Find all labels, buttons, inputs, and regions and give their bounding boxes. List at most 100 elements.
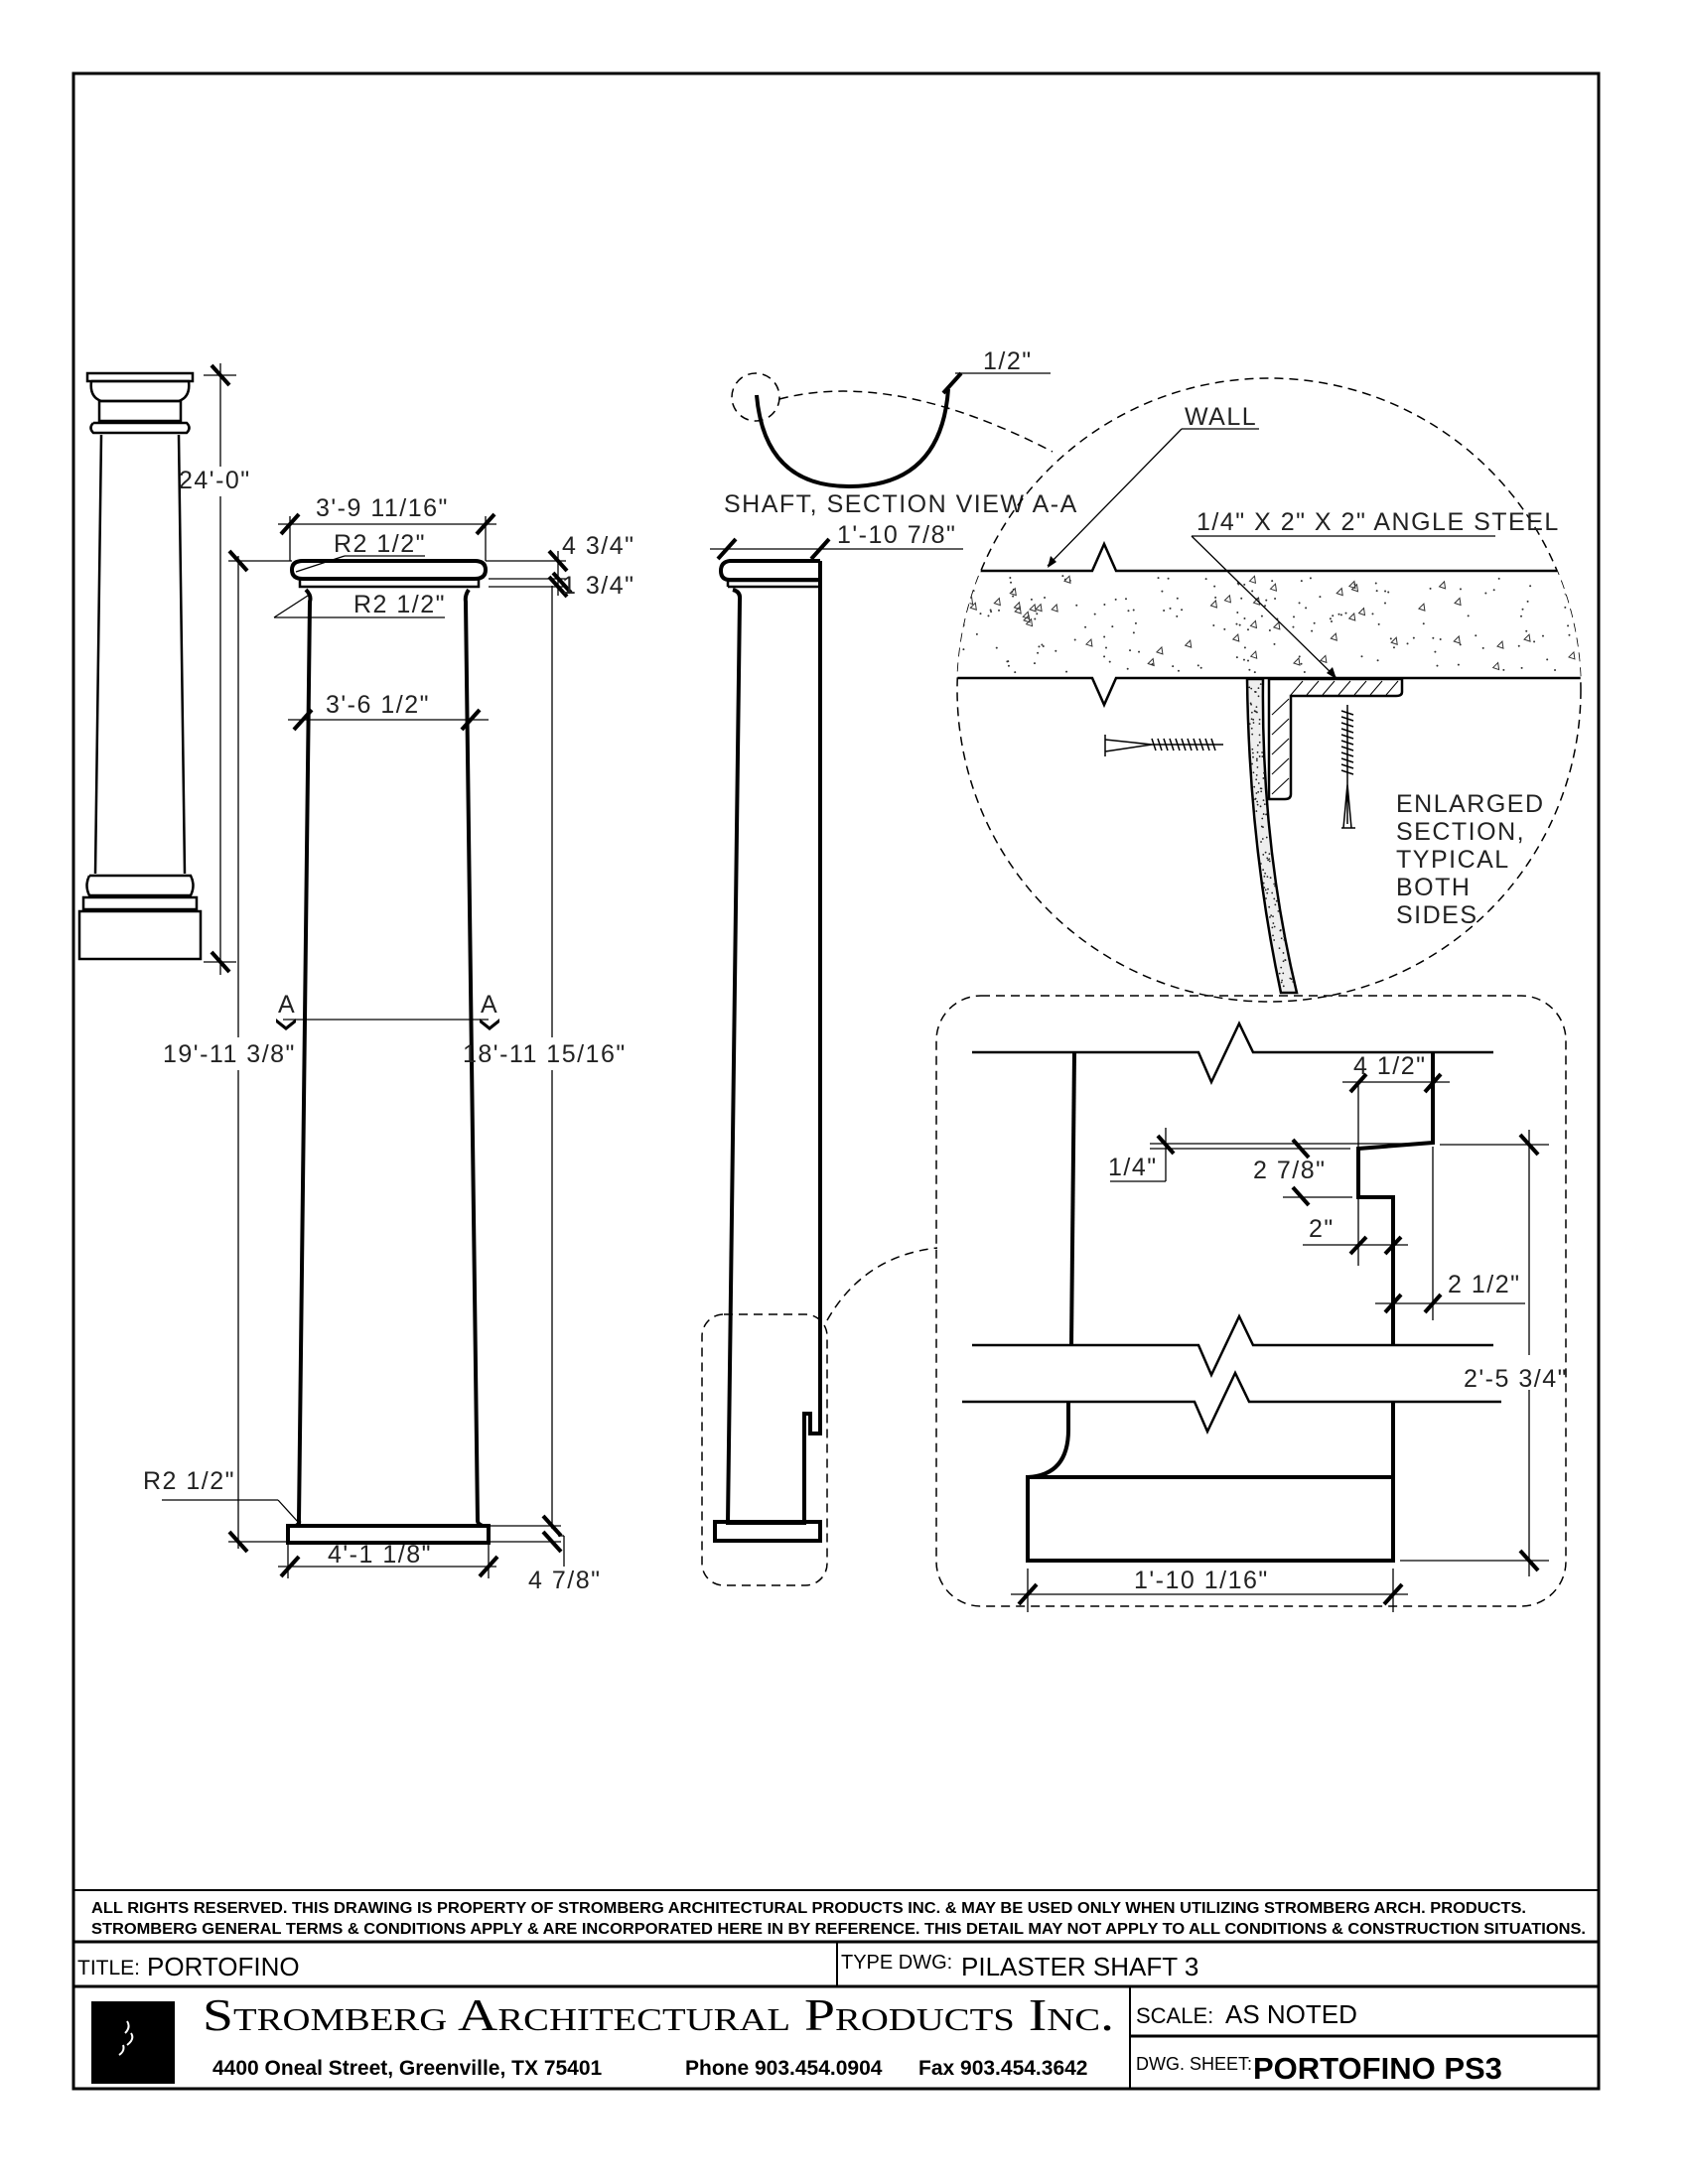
concrete-dot xyxy=(979,613,982,615)
aggregate-mark xyxy=(1454,597,1462,607)
shell-dot xyxy=(1283,935,1286,938)
aggregate-mark xyxy=(1035,603,1043,613)
concrete-dot xyxy=(1084,625,1087,628)
concrete-dot xyxy=(1298,602,1301,605)
concrete-dot xyxy=(1305,607,1308,610)
aggregate-mark xyxy=(1249,650,1258,659)
aggregate-mark xyxy=(1438,580,1447,590)
left-height-label: 19'-11 3/8" xyxy=(163,1040,296,1068)
callout-leader xyxy=(826,1247,938,1321)
concrete-dot xyxy=(1176,614,1179,617)
concrete-dot xyxy=(1457,663,1460,666)
concrete-dot xyxy=(1260,614,1263,617)
concrete-dot xyxy=(1492,589,1495,592)
shell-dot xyxy=(1256,751,1259,753)
concrete-dot xyxy=(1298,655,1301,658)
concrete-dot xyxy=(1127,610,1130,613)
title-value: PORTOFINO xyxy=(147,1952,300,1981)
shell-dot xyxy=(1271,926,1274,929)
concrete-dot xyxy=(1521,608,1524,611)
shell-dot xyxy=(1275,899,1278,902)
shell-dot xyxy=(1269,877,1272,880)
aggregate-mark xyxy=(1156,645,1164,655)
wall-label: WALL xyxy=(1185,403,1257,431)
concrete-dot xyxy=(1235,656,1238,659)
concrete-dot xyxy=(1036,613,1039,615)
aggregate-mark xyxy=(1523,633,1531,642)
concrete-dot xyxy=(1247,659,1250,662)
angle-hatch xyxy=(1271,680,1399,795)
concrete-dot xyxy=(1389,637,1392,640)
aggregate-mark xyxy=(1029,603,1037,613)
concrete-dot xyxy=(1529,585,1532,588)
shell-dot xyxy=(1262,799,1265,802)
concrete-dot xyxy=(1546,658,1549,661)
concrete-dot xyxy=(1246,628,1249,631)
concrete-dot xyxy=(1169,607,1172,610)
shell-dot xyxy=(1261,755,1264,757)
concrete-dot xyxy=(1012,595,1015,598)
concrete-dot xyxy=(1564,593,1567,596)
aggregate-mark xyxy=(1319,654,1328,664)
aggregate-mark xyxy=(1009,587,1017,597)
concrete-dot xyxy=(1041,643,1044,646)
shell-dot xyxy=(1274,903,1277,906)
note-line: SIDES xyxy=(1396,901,1478,929)
company-address: 4400 Oneal Street, Greenville, TX 75401 xyxy=(212,2057,603,2080)
concrete-dot xyxy=(1467,614,1470,617)
shell-dot xyxy=(1282,952,1285,954)
front-view-dimensions: 3'-9 11/16" R2 1/2" 4 3/4" 1 3/4" R2 1/2… xyxy=(143,494,633,1594)
concrete-dot xyxy=(1459,643,1462,646)
sheet-border xyxy=(71,71,1601,2091)
sheet-label: DWG. SHEET: xyxy=(1136,2054,1252,2074)
concrete-dot xyxy=(1014,671,1017,674)
shell-dot xyxy=(1272,922,1275,924)
shell-dot xyxy=(1273,939,1276,941)
aggregate-mark xyxy=(957,616,965,626)
shell-dot xyxy=(1274,885,1276,887)
concrete-dot xyxy=(1339,614,1342,616)
base-radius-label: R2 1/2" xyxy=(143,1467,235,1495)
concrete-dot xyxy=(1196,664,1199,667)
concrete-dot xyxy=(961,610,964,613)
shell-dot xyxy=(1262,777,1265,779)
concrete-dot xyxy=(1273,642,1276,645)
concrete-dot xyxy=(1554,669,1557,672)
shell-dot xyxy=(1266,876,1269,879)
neck-radius-label: R2 1/2" xyxy=(353,591,446,618)
concrete-dot xyxy=(1030,598,1033,601)
concrete-dot xyxy=(1384,590,1387,593)
aggregate-mark xyxy=(1269,583,1278,592)
aggregate-mark xyxy=(1248,575,1257,585)
aggregate-mark xyxy=(1184,639,1193,648)
shell-dot xyxy=(1268,860,1271,863)
concrete-dot xyxy=(1375,590,1378,593)
pilaster-front-view xyxy=(286,559,491,1545)
concrete-dot xyxy=(1387,591,1390,594)
shell-dot xyxy=(1256,803,1259,806)
concrete-dot xyxy=(1344,612,1347,614)
shell-dot xyxy=(1260,787,1263,790)
shell-dot xyxy=(1250,687,1253,690)
concrete-dot xyxy=(1073,638,1076,641)
detail-notch-height-label: 2" xyxy=(1309,1215,1335,1243)
type-label: TYPE DWG: xyxy=(841,1952,952,1974)
concrete-dot xyxy=(987,614,990,617)
concrete-dot xyxy=(1009,577,1012,580)
shell-dot xyxy=(1267,859,1270,862)
detail-offset-label: 2 1/2" xyxy=(1448,1271,1520,1298)
concrete-dot xyxy=(1111,625,1114,628)
aggregate-mark xyxy=(1330,632,1337,641)
concrete-dot xyxy=(1172,665,1175,668)
shell-dot xyxy=(1282,960,1285,963)
section-arrow-right-icon xyxy=(480,1019,499,1030)
concrete-dot xyxy=(1103,635,1106,638)
shell-dot xyxy=(1290,978,1293,981)
shell-dot xyxy=(1251,751,1254,754)
concrete-dot xyxy=(1055,649,1057,652)
concrete-dot xyxy=(1533,640,1536,643)
concrete-dot xyxy=(1212,623,1215,626)
concrete-dot xyxy=(1429,587,1432,590)
shell-dot xyxy=(1257,687,1260,690)
concrete-dot xyxy=(1300,580,1303,583)
